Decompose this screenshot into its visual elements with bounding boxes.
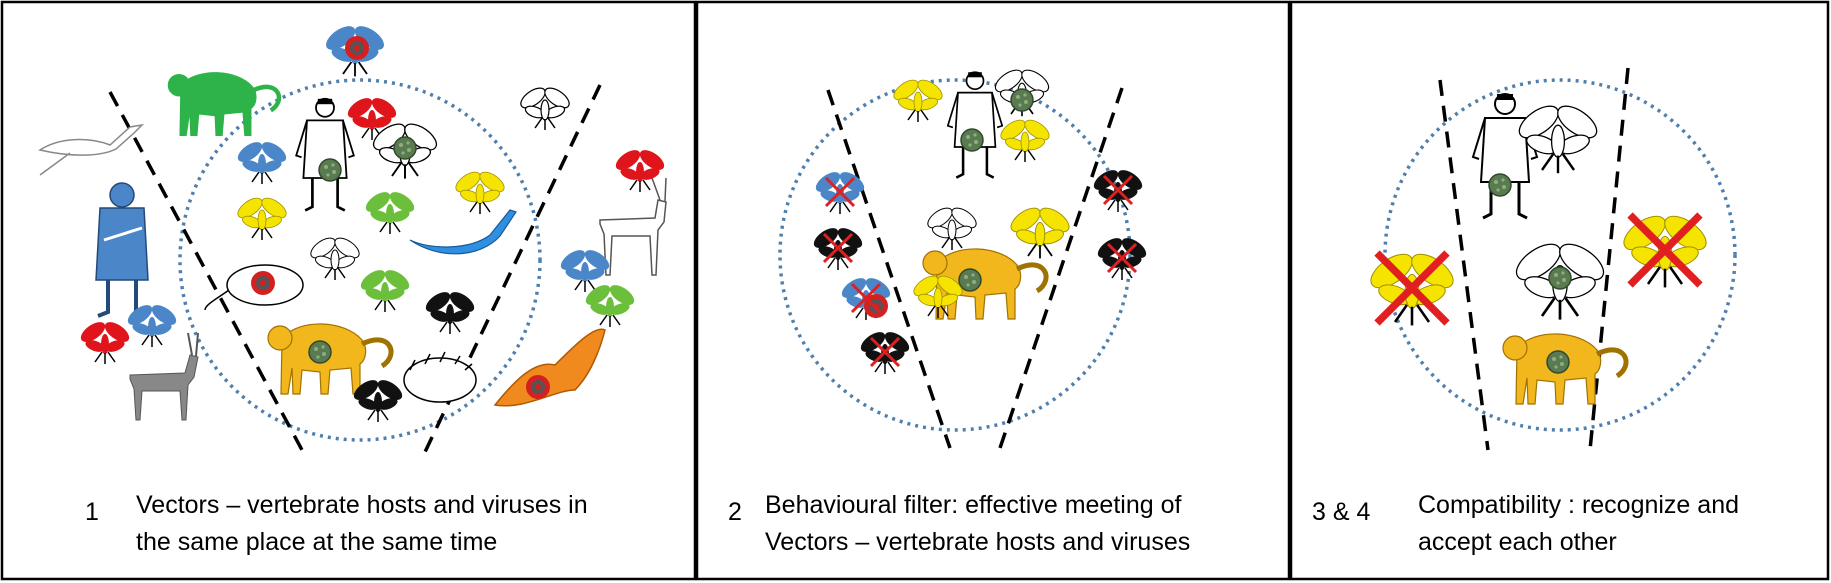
white-mosquito-icon [923, 203, 981, 251]
meeting-circle [778, 78, 1132, 432]
yellow-mosquito-icon [889, 75, 947, 123]
green-mosquito-icon [356, 265, 414, 313]
virus-target-icon [345, 36, 369, 60]
panel-2-caption-line1: Behavioural filter: effective meeting of [765, 491, 1181, 519]
meeting-circle [178, 78, 542, 442]
filter-dashed-line-left [108, 91, 304, 451]
panel-2-number: 2 [728, 498, 742, 526]
white-mosquito-icon [516, 83, 574, 131]
panel-1-number: 1 [85, 498, 99, 526]
virus-icon [960, 128, 984, 152]
white-mosquito-icon [306, 233, 364, 281]
filter-dashed-line-right [1588, 67, 1630, 451]
virus-icon [393, 136, 417, 160]
virus-icon [1488, 173, 1512, 197]
blue-man-icon [95, 182, 149, 318]
virus-icon [958, 268, 982, 292]
meeting-circle [1383, 78, 1737, 432]
man-icon [946, 70, 1004, 179]
filter-dashed-line-right [998, 87, 1124, 449]
panel-3-caption-line2: accept each other [1418, 528, 1617, 556]
orange-bat-icon [493, 328, 606, 407]
hedgehog-icon [403, 351, 477, 403]
black-mosquito-icon [421, 287, 479, 335]
virus-icon [1010, 88, 1034, 112]
green-monkey-icon [168, 73, 279, 136]
man-icon [1471, 92, 1539, 220]
panel-3: 3 & 4 Compatibility : recognize and acce… [1312, 67, 1739, 556]
rat-icon [204, 264, 304, 311]
yellow-mosquito-icon [451, 167, 509, 215]
blue-mosquito-icon [123, 300, 181, 348]
man-icon [294, 97, 356, 212]
yellow-mosquito-icon [233, 193, 291, 241]
filter-dashed-line-left [1438, 79, 1490, 451]
green-mosquito-icon [581, 280, 639, 328]
panel-2: 2 Behavioural filter: effective meeting … [728, 65, 1190, 556]
panel-2-frame [695, 0, 1291, 581]
virus-icon [1548, 266, 1572, 290]
panel-1: 1 Vectors – vertebrate hosts and viruses… [38, 20, 669, 556]
red-mosquito-icon [611, 145, 669, 193]
panel-3-caption-line1: Compatibility : recognize and [1418, 491, 1739, 519]
panel-3-number: 3 & 4 [1312, 498, 1370, 526]
panel-1-caption-line2: the same place at the same time [136, 528, 497, 556]
virus-icon [308, 340, 332, 364]
yellow-mosquito-icon [996, 115, 1054, 163]
heron-icon [38, 123, 145, 176]
panel-2-caption-line2: Vectors – vertebrate hosts and viruses [765, 528, 1190, 556]
red-mosquito-icon [76, 317, 134, 365]
gazelle-outline-icon [599, 177, 667, 276]
blue-bird-icon [409, 209, 517, 255]
virus-icon [318, 158, 342, 182]
virus-icon [1546, 350, 1570, 374]
filter-dashed-line-left [826, 89, 952, 449]
green-mosquito-icon [361, 187, 419, 235]
panel-3-frame [1289, 0, 1830, 581]
yellow-mosquito-icon [1006, 202, 1074, 260]
blue-mosquito-icon [233, 137, 291, 185]
panel-1-caption-line1: Vectors – vertebrate hosts and viruses i… [136, 491, 588, 519]
gray-antelope-icon [129, 332, 199, 421]
panel-1-frame [0, 0, 697, 581]
